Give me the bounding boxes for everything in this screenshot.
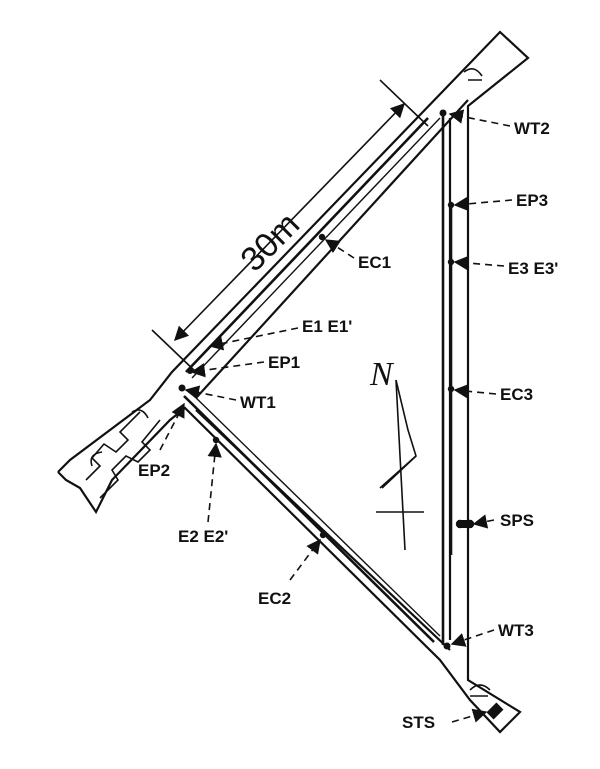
label-ep2: EP2 [138,461,170,480]
leader-e3 [453,255,505,271]
leader-ep3 [453,196,513,212]
pipe-northwest-1 [185,117,429,373]
label-ec1: EC1 [358,253,391,272]
leader-ep2 [159,402,185,451]
dimension-ext-upper [379,79,429,127]
pipe-southeast-2 [189,391,441,637]
point-ep1 [187,368,193,374]
pipe-northwest-2 [191,117,441,379]
label-wt3: WT3 [498,621,534,640]
label-ep1: EP1 [268,353,300,372]
leader-wt1 [184,385,237,401]
north-arrow: N [369,356,424,551]
points [178,109,504,720]
point-ec3 [447,385,455,393]
label-ec2: EC2 [258,589,291,608]
dimension-ext-lower [151,329,197,373]
label-sps: SPS [500,511,534,530]
leader-sps [472,514,495,529]
leader-wt2 [448,109,511,127]
point-e3 [447,258,455,266]
label-e1: E1 E1' [302,317,352,336]
label-sts: STS [402,713,435,732]
leader-ec1 [324,239,355,259]
north-symbol: N [369,356,395,393]
west-entrance-walls [85,411,141,481]
north-arrow-lines [379,379,417,489]
point-ec2 [319,531,327,539]
sps-sensor [455,519,475,529]
door-swing-north [463,68,483,81]
label-ep3: EP3 [516,191,548,210]
door-swing-west-1 [131,409,149,419]
label-e3: E3 E3' [508,259,558,278]
sts-sensor [486,702,504,720]
door-swing-south [469,684,491,697]
labels: WT2 EP3 EC1 E3 E3' E1 E1' EP1 WT1 EC3 EP… [138,119,558,732]
point-wt2 [439,109,447,117]
pipes [183,116,453,645]
west-entrance-walls-2 [99,419,161,499]
point-ec1 [318,233,326,241]
dimension-30m: 30m [151,79,429,373]
point-ep3 [447,201,455,209]
door-swing-west-2 [90,451,103,467]
outer-northwest-wall [57,30,530,734]
label-wt2: WT2 [514,119,550,138]
label-wt1: WT1 [240,393,276,412]
label-e2: E2 E2' [178,527,228,546]
north-arrow-shaft [395,379,406,551]
point-e2 [212,436,220,444]
point-wt1 [178,384,186,392]
leader-wt3 [450,629,495,647]
leader-e1 [208,327,299,351]
leader-ec3 [453,384,497,399]
leader-ep1 [190,361,265,378]
building-outline [57,30,530,734]
pipe-southeast-1 [183,395,435,643]
label-ec3: EC3 [500,385,533,404]
point-wt3 [443,642,451,650]
dimension-line [173,102,406,342]
leader-ec2 [289,538,321,581]
north-arrow-diag [381,455,417,489]
leaders [159,109,513,723]
leader-sts [451,708,488,723]
leader-e2 [207,442,222,523]
